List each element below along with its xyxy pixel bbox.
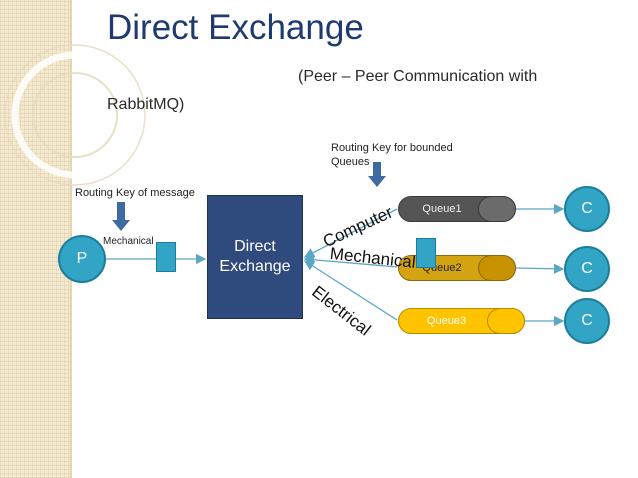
consumer-node-2: C: [564, 246, 610, 292]
direct-exchange-box: Direct Exchange: [207, 195, 303, 319]
queue3-label: Queue3: [426, 315, 467, 327]
queue1: Queue1: [398, 196, 516, 222]
queue2-cap: [478, 255, 516, 281]
consumer-node-3: C: [564, 298, 610, 344]
queue1-label: Queue1: [422, 203, 462, 215]
message-icon: [156, 242, 176, 272]
down-arrow-bounded: [368, 162, 386, 187]
queue1-cap: [478, 196, 516, 222]
exchange-label-line2: Exchange: [219, 258, 291, 275]
slide-subtitle-line1: (Peer – Peer Communication with: [298, 68, 538, 85]
arrow-queue2-consumer: [515, 263, 565, 275]
queue3: Queue3: [398, 308, 525, 334]
exchange-label-line1: Direct: [234, 238, 276, 255]
slide-title: Direct Exchange: [107, 8, 364, 47]
arrow-queue1-exchange: [303, 208, 398, 258]
routed-message-icon: [416, 238, 436, 268]
routing-key-message-label: Routing Key of message: [75, 187, 195, 199]
arrow-queue2-exchange: [303, 254, 398, 268]
routing-key-bounded-label: Routing Key for bounded Queues: [331, 142, 453, 168]
down-arrow-message: [112, 202, 130, 231]
decorative-sidebar: [0, 0, 70, 478]
arrow-queue3-exchange: [303, 260, 398, 321]
message-routing-key: Mechanical: [103, 236, 154, 247]
slide-subtitle-line2: RabbitMQ): [107, 96, 185, 113]
consumer-node-1: C: [564, 186, 610, 232]
queue3-cap: [487, 308, 525, 334]
producer-node: P: [58, 235, 106, 283]
